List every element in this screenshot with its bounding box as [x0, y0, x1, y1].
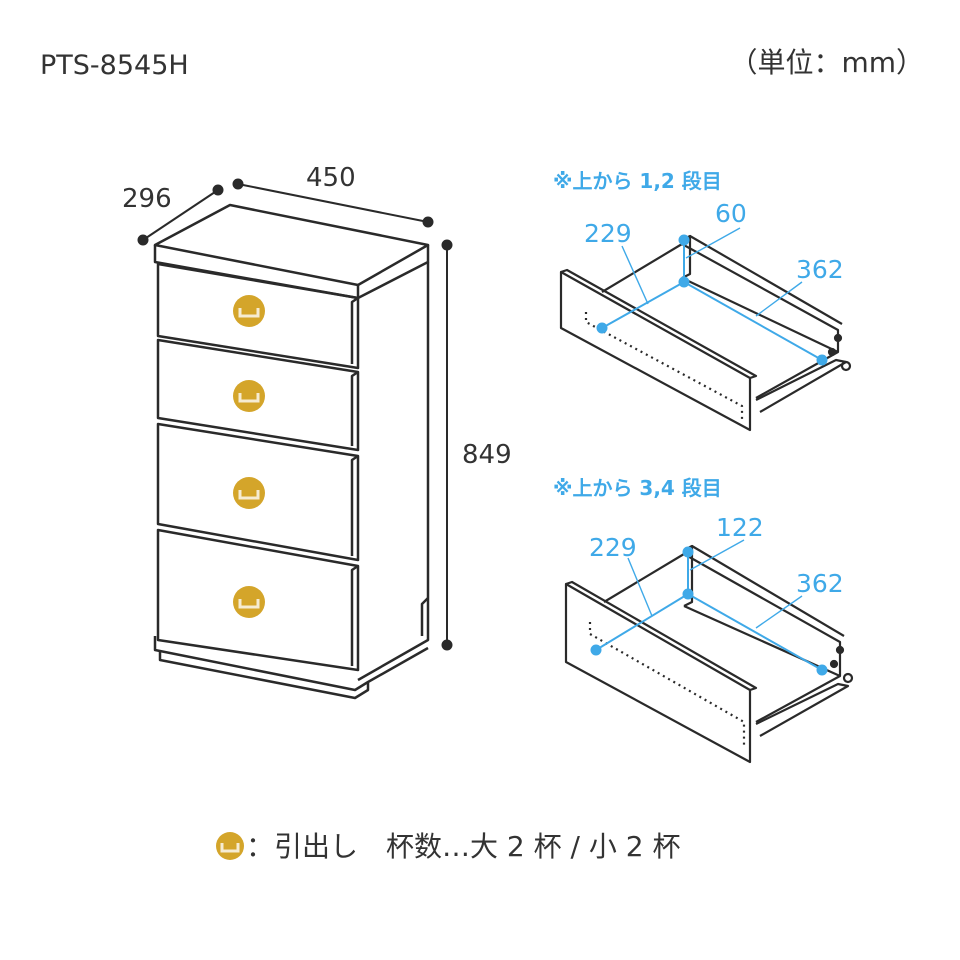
chest-side-step — [420, 597, 429, 636]
handle-icons — [233, 295, 265, 618]
depth-dim-line — [142, 189, 219, 241]
chest-width-label: 450 — [306, 163, 356, 193]
drawer-front-3 — [156, 422, 360, 562]
drawer-bottom-dimensions — [590, 539, 828, 676]
handle-icon — [233, 380, 265, 412]
drawer-detail-top — [559, 234, 852, 432]
handle-icon — [233, 477, 265, 509]
unit-label: （単位：mm） — [729, 46, 924, 79]
chest-top-surface — [153, 203, 430, 287]
drawer-top-height-label: 60 — [715, 199, 747, 228]
drawer-top-width-label: 362 — [796, 255, 844, 284]
drawer-top-dimensions — [596, 227, 828, 366]
drawer-bottom-height-label: 122 — [716, 513, 764, 542]
drawer-front-4 — [156, 528, 360, 672]
drawer-top-caption: ※上から 1,2 段目 — [553, 169, 722, 193]
drawer-bottom-caption: ※上から 3,4 段目 — [553, 476, 722, 500]
drawer-bottom-depth-label: 229 — [589, 533, 637, 562]
legend-text: ：引出し 杯数…大 2 杯 / 小 2 杯 — [246, 830, 680, 863]
handle-icon — [233, 295, 265, 327]
chest-plinth — [153, 636, 429, 692]
legend-handle-icon — [216, 832, 244, 860]
drawer-inner-bottom — [584, 312, 744, 420]
drawer-front-panel — [559, 270, 752, 432]
drawer-detail-bottom — [564, 544, 854, 764]
drawer-top-depth-label: 229 — [584, 219, 632, 248]
handle-icon — [233, 586, 265, 618]
chest-depth-label: 296 — [122, 184, 172, 214]
drawer-edges — [350, 296, 359, 666]
drawer-front-2 — [156, 338, 360, 452]
chest-plinth-front — [158, 650, 370, 700]
chest-height-label: 849 — [462, 440, 512, 470]
drawer-inner-bottom — [588, 622, 746, 748]
drawer-bottom-width-label: 362 — [796, 569, 844, 598]
drawer-front-1 — [156, 262, 360, 370]
drawer-rail — [755, 682, 850, 737]
chest-illustration — [153, 203, 430, 700]
drawer-front-panel — [564, 582, 752, 764]
width-dim-line — [237, 183, 429, 223]
chest-side-panel — [357, 262, 430, 682]
drawer-rail — [755, 358, 848, 413]
model-number: PTS-8545H — [40, 50, 189, 81]
chest-dimensions — [137, 178, 453, 651]
